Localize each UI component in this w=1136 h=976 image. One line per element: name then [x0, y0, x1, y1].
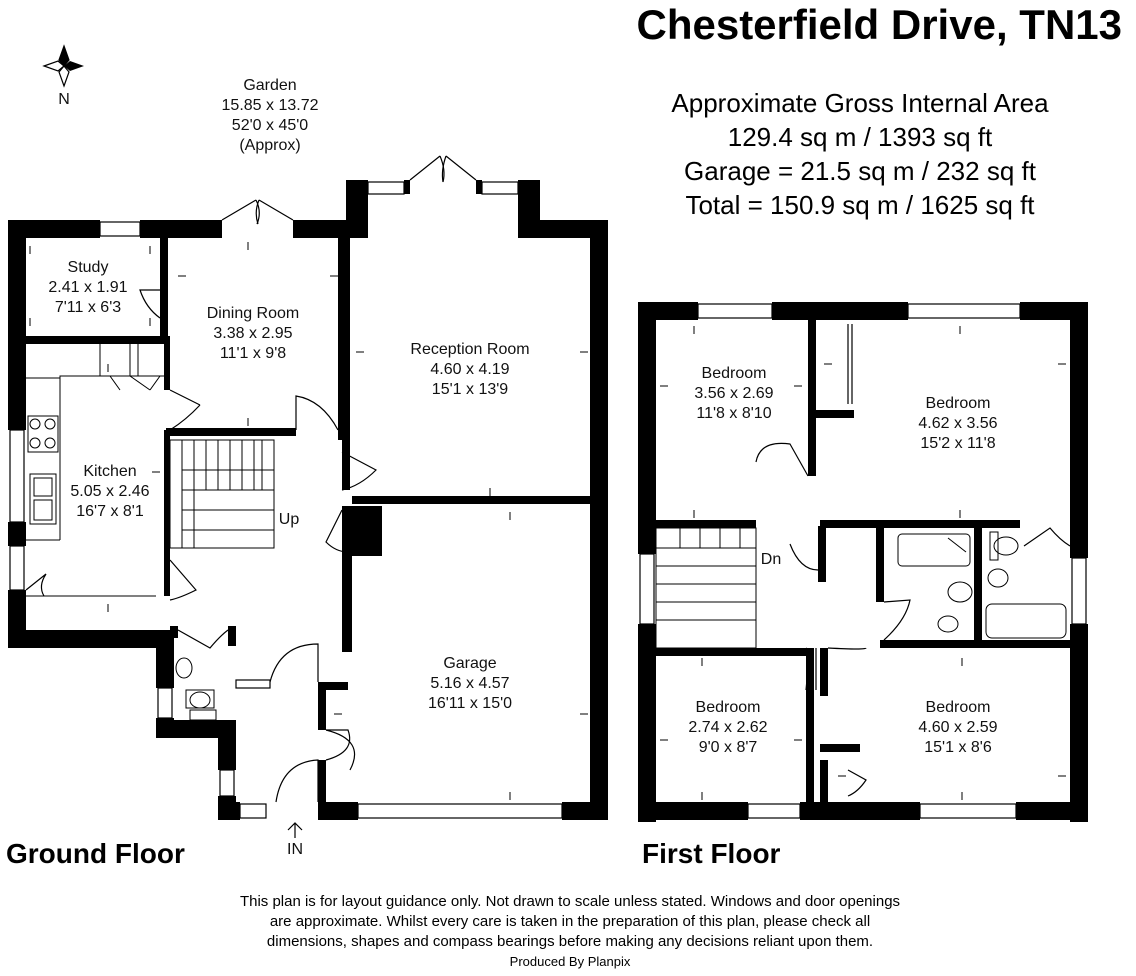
room-name: Bedroom [925, 699, 991, 716]
room-metric: 4.60 x 4.19 [430, 361, 510, 378]
room-metric: 5.16 x 4.57 [430, 675, 510, 692]
room-imperial: 9'0 x 8'7 [698, 739, 758, 756]
entrance-label: IN [287, 841, 303, 858]
room-bedroom-3: Bedroom 2.74 x 2.62 9'0 x 8'7 [668, 698, 788, 758]
ground-floor-label: Ground Floor [6, 838, 185, 869]
area-total: Total = 150.9 sq m / 1625 sq ft [685, 190, 1035, 220]
room-metric: 4.62 x 3.56 [918, 415, 998, 432]
stairs-up-label: Up [278, 511, 300, 528]
area-heading: Approximate Gross Internal Area [671, 88, 1049, 118]
room-name: Bedroom [925, 395, 991, 412]
room-name: Kitchen [83, 463, 137, 480]
compass-label: N [58, 91, 70, 108]
room-imperial: 15'1 x 8'6 [924, 739, 992, 756]
first-floor-doors [755, 324, 1071, 797]
ground-wc-fittings [175, 657, 217, 721]
ground-dimension-ticks [29, 242, 588, 800]
room-imperial: 11'1 x 9'8 [219, 345, 287, 362]
room-imperial: 16'11 x 15'0 [427, 695, 513, 712]
room-imperial: 15'1 x 13'9 [431, 381, 509, 398]
disclaimer: This plan is for layout guidance only. N… [150, 892, 990, 972]
room-imperial: 16'7 x 8'1 [76, 503, 144, 520]
stairs-down-label: Dn [760, 551, 782, 568]
room-bedroom-1: Bedroom 3.56 x 2.69 11'8 x 8'10 [672, 364, 796, 424]
room-bedroom-2: Bedroom 4.62 x 3.56 15'2 x 11'8 [890, 394, 1026, 454]
room-reception: Reception Room 4.60 x 4.19 15'1 x 13'9 [384, 340, 556, 400]
room-imperial: 15'2 x 11'8 [920, 435, 996, 452]
room-name: Bedroom [701, 365, 767, 382]
first-floor-dimension-ticks [660, 326, 1066, 800]
area-internal: 129.4 sq m / 1393 sq ft [727, 122, 993, 152]
area-garage: Garage = 21.5 sq m / 232 sq ft [684, 156, 1036, 186]
gross-area-summary: Approximate Gross Internal Area 129.4 sq… [630, 86, 1090, 222]
room-metric: 2.41 x 1.91 [48, 279, 128, 296]
room-metric: 2.74 x 2.62 [688, 719, 768, 736]
bathroom-fittings [897, 531, 1067, 639]
compass-icon [42, 44, 84, 88]
room-bedroom-4: Bedroom 4.60 x 2.59 15'1 x 8'6 [890, 698, 1026, 758]
room-imperial: 7'11 x 6'3 [54, 299, 122, 316]
ground-floor-walls [8, 180, 608, 820]
room-metric: 3.56 x 2.69 [694, 385, 774, 402]
first-floor-walls [638, 302, 1088, 822]
room-imperial: 11'8 x 8'10 [696, 405, 772, 422]
first-floor-stairs [655, 527, 757, 649]
room-name: Study [67, 259, 109, 276]
room-garage: Garage 5.16 x 4.57 16'11 x 15'0 [398, 654, 542, 714]
room-name: Bedroom [695, 699, 761, 716]
ground-stairs [169, 439, 275, 549]
garden-name: Garden [243, 77, 297, 94]
room-name: Reception Room [410, 341, 530, 358]
garden-label: Garden 15.85 x 13.72 52'0 x 45'0 (Approx… [180, 76, 360, 156]
disclaimer-line-1: This plan is for layout guidance only. N… [239, 893, 901, 910]
disclaimer-line-2: are approximate. Whilst every care is ta… [269, 913, 871, 930]
room-metric: 5.05 x 2.46 [70, 483, 150, 500]
garden-note: (Approx) [239, 137, 301, 154]
room-name: Dining Room [206, 305, 300, 322]
entrance-arrow-icon [287, 822, 303, 838]
room-dining: Dining Room 3.38 x 2.95 11'1 x 9'8 [178, 304, 328, 364]
room-study: Study 2.41 x 1.91 7'11 x 6'3 [30, 258, 146, 318]
disclaimer-line-3: dimensions, shapes and compass bearings … [266, 933, 874, 950]
room-name: Garage [443, 655, 497, 672]
disclaimer-line-4: Produced By Planpix [509, 954, 631, 969]
room-metric: 3.38 x 2.95 [213, 325, 293, 342]
room-metric: 4.60 x 2.59 [918, 719, 998, 736]
kitchen-fittings [26, 344, 168, 597]
garden-metric: 15.85 x 13.72 [221, 97, 319, 114]
first-floor-label: First Floor [642, 838, 781, 869]
garden-imperial: 52'0 x 45'0 [231, 117, 309, 134]
ground-floor-windows [9, 181, 563, 819]
page-title: Chesterfield Drive, TN13 [636, 1, 1122, 48]
ground-floor-doors [25, 155, 477, 803]
first-floor-windows [639, 303, 1087, 819]
room-kitchen: Kitchen 5.05 x 2.46 16'7 x 8'1 [60, 462, 160, 522]
